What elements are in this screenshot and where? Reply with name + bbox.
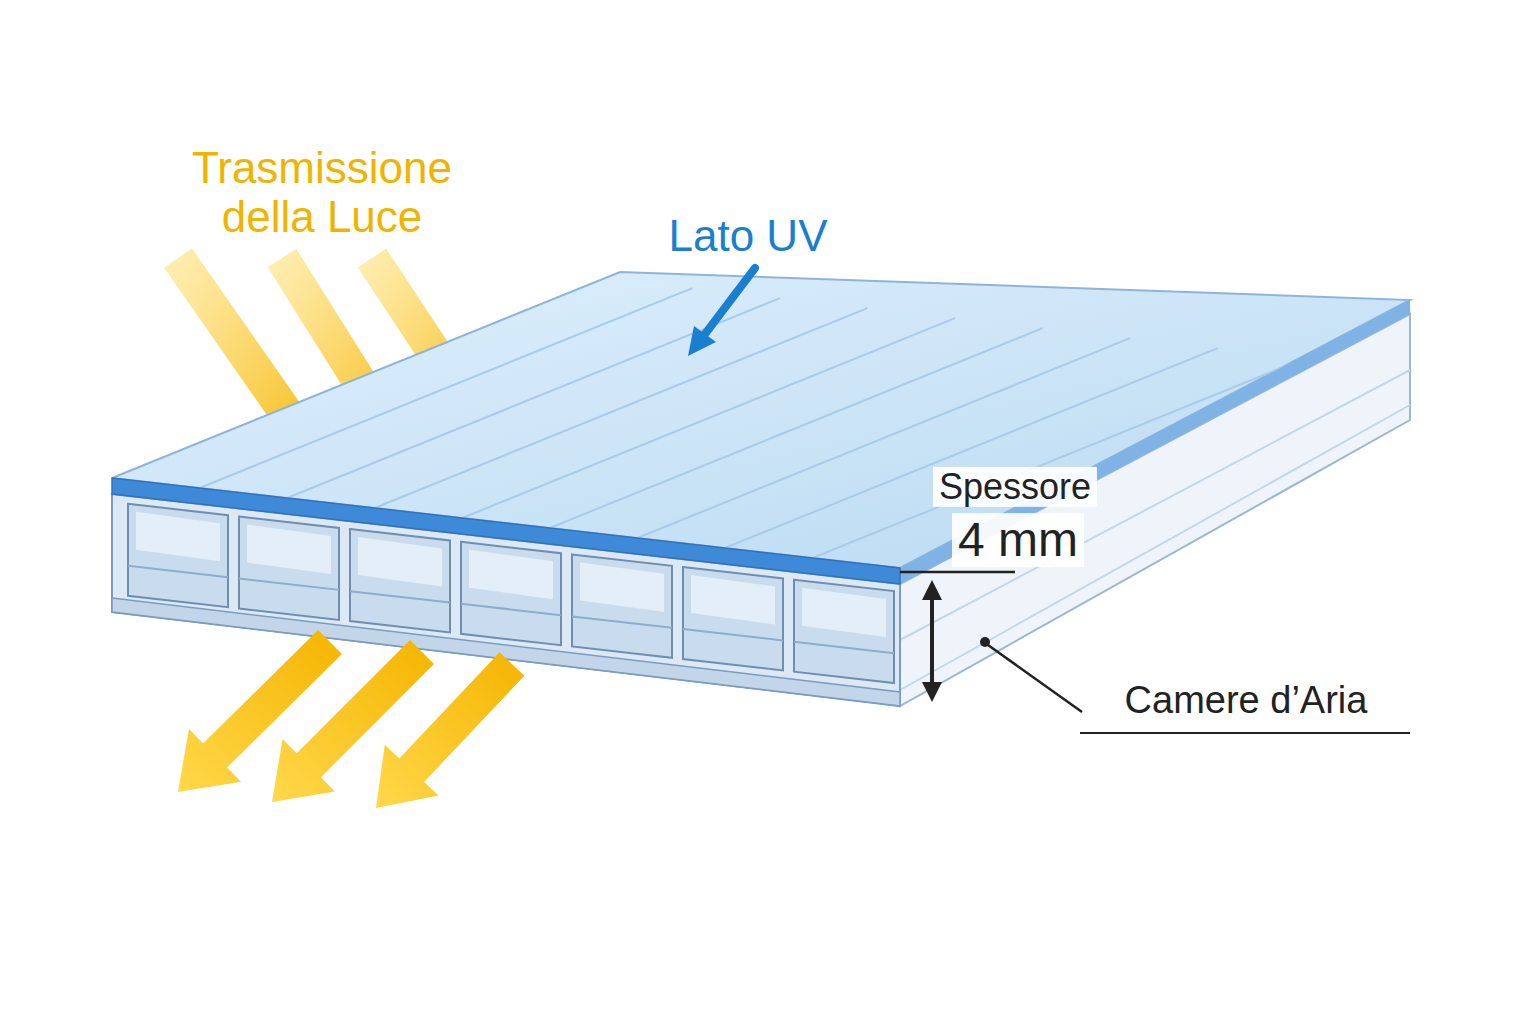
uv-arrowhead [688,326,716,356]
dimension-arrowhead [922,580,942,600]
air-cell-line [683,629,783,640]
light-label: Trasmissione della Luce [151,143,493,242]
air-cell-line [572,616,672,627]
air-cell [572,554,672,657]
air-cell-line [350,591,450,602]
dimension-arrowhead [922,682,942,702]
air-cell-inner [358,537,442,586]
air-cell-inner [691,575,775,624]
air-cell [239,517,339,620]
rib-line [637,338,1130,538]
air-cell-outline [683,567,783,670]
rib-line [375,308,868,508]
leader-line [988,645,1082,712]
air-cell-inner [802,588,886,637]
uv-arrow [705,268,755,334]
air-cell-line [794,642,894,653]
uv-side-label: Lato UV [663,211,834,260]
light-arrow [376,652,524,808]
air-cell [794,580,894,683]
air-cell [683,567,783,670]
air-cell-inner [469,550,553,599]
air-cell [128,504,228,607]
air-cell-inner [247,525,331,574]
air-cell-outline [239,517,339,620]
air-cell-line [128,566,228,577]
air-cell-outline [572,554,672,657]
thickness-label: Spessore [933,467,1097,507]
side-edge-strip [900,300,1410,584]
rib-line [200,288,693,488]
rib-line [462,318,955,518]
dimension-arrow [930,594,934,688]
air-cell-line [461,604,561,615]
dimension-value: 4 mm [952,513,1084,567]
air-cell-outline [794,580,894,683]
label-underline [1080,732,1410,734]
air-cell [350,529,450,632]
air-cell-outline [461,542,561,645]
air-cells [128,504,894,683]
air-cell-line [239,578,339,589]
dimension-line [900,571,1015,574]
air-cell-outline [350,529,450,632]
air-cell-inner [136,512,220,561]
light-arrows-out [178,630,524,808]
air-cell-outline [128,504,228,607]
air-chambers-label: Camere d’Aria [1119,679,1374,722]
air-cell [461,542,561,645]
air-cell-inner [580,562,664,611]
